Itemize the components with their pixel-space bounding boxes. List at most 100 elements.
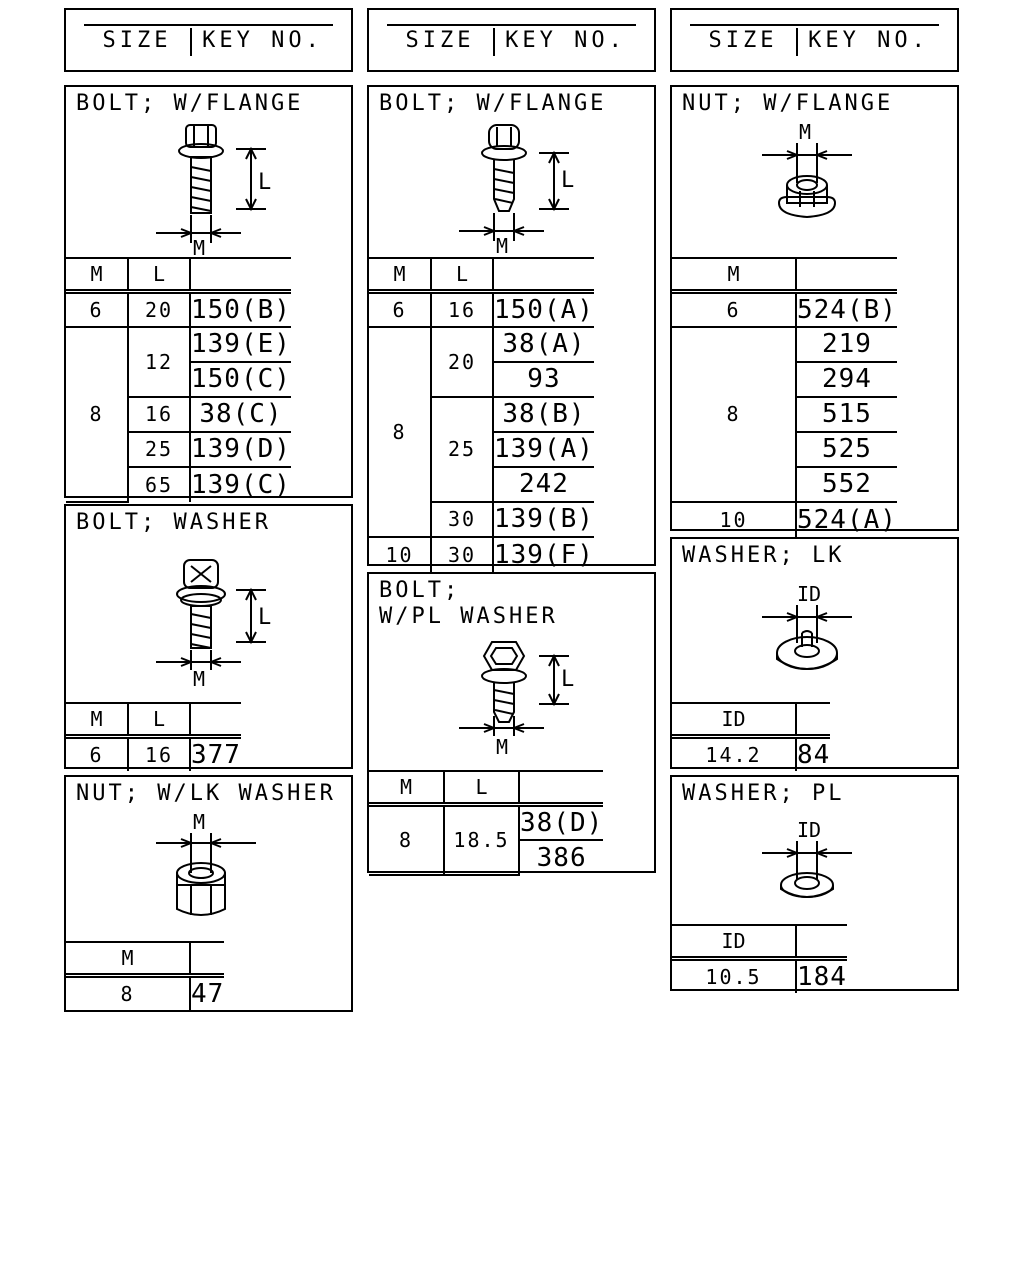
col-l-header: L	[127, 257, 191, 294]
col-id-header: ID	[672, 702, 797, 739]
panel-title: BOLT; W/FLANGE	[76, 91, 304, 116]
header-key-no: KEY NO.	[202, 27, 323, 53]
table-row: 6 16 150(A)	[369, 290, 594, 328]
table-row: 150(C)	[66, 360, 291, 398]
panel-nut-lk-washer: NUT; W/LK WASHER M M 8 47	[64, 775, 353, 1012]
dim-id-label: ID	[797, 818, 821, 842]
panel-title: WASHER; PL	[682, 781, 845, 806]
key-no: 38(C)	[189, 395, 291, 433]
table-row: 386	[369, 838, 604, 875]
size-l: 20	[430, 325, 494, 398]
size-l: 18.5	[443, 803, 520, 876]
size-l: 25	[431, 395, 494, 503]
panel-title: BOLT; W/PL WASHER	[379, 578, 558, 629]
key-no: 150(B)	[189, 290, 291, 328]
table-row: 525	[672, 430, 897, 468]
table-row: 25 38(B)	[369, 395, 594, 503]
size-table: ID 10.5 184	[672, 924, 847, 993]
header-divider	[796, 28, 798, 56]
col-m-header: M	[369, 770, 445, 807]
key-no: 139(B)	[492, 500, 594, 538]
panel-title: NUT; W/LK WASHER	[76, 781, 336, 806]
col-m-header: M	[66, 257, 129, 294]
panel-title: BOLT; WASHER	[76, 510, 271, 535]
table-row: 25 139(D)	[66, 430, 291, 468]
panel-washer-pl: WASHER; PL ID ID 10.5 184	[670, 775, 959, 993]
dim-m-label: M	[799, 121, 811, 144]
size-l: 30	[430, 535, 494, 572]
lock-washer-icon: ID	[762, 582, 852, 670]
col-key-header	[795, 257, 897, 294]
table-row: 10 30 139(F)	[369, 535, 594, 572]
col-key-header	[517, 770, 604, 807]
dim-id-label: ID	[797, 582, 821, 606]
size-l: 16	[430, 290, 494, 328]
header-key-no: KEY NO.	[808, 27, 929, 53]
pl-washer-bolt-icon: L M	[459, 641, 574, 759]
panel-bolt-flange-1: BOLT; W/FLANGE L M M L 6 20 150(B)	[64, 85, 353, 503]
col-m-header: M	[369, 257, 432, 294]
col-key-header	[189, 257, 291, 294]
size-m: 8	[369, 803, 445, 876]
table-row: 10 524(A)	[672, 500, 897, 537]
size-table: M 8 47	[66, 941, 225, 1010]
dim-l-label: L	[258, 170, 271, 195]
size-m: 6	[672, 290, 797, 328]
flange-bolt-tapered-icon: L M	[459, 124, 574, 258]
table-row: 8 20 38(A)	[369, 325, 594, 538]
size-table: ID 14.2 84	[672, 702, 831, 771]
size-table: M L 8 18.5 38(D) 386	[369, 770, 604, 876]
size-m: 6	[66, 290, 129, 328]
header-size: SIZE	[405, 27, 475, 53]
col-key-header	[492, 257, 594, 294]
key-no: 139(C)	[189, 465, 291, 502]
panel-nut-flange: NUT; W/FLANGE M M 6 524(B) 8 219 294	[670, 85, 959, 537]
size-m: 8	[672, 325, 797, 503]
size-m: 8	[66, 325, 129, 503]
header-rule	[84, 24, 333, 26]
flange-bolt-icon: L M	[156, 124, 271, 259]
key-no: 139(E)	[189, 325, 291, 363]
header-col2: SIZE KEY NO.	[367, 8, 656, 72]
table-row: 515	[672, 395, 897, 433]
col-l-header: L	[430, 257, 494, 294]
key-no: 93	[493, 360, 594, 398]
table-row: 6 16 377	[66, 735, 241, 771]
table-row: 139(A)	[369, 430, 594, 468]
size-l: 20	[127, 290, 191, 328]
key-no: 386	[519, 838, 604, 875]
table-row: 552	[672, 465, 897, 503]
size-table: M L 6 16 377	[66, 702, 241, 771]
key-no: 38(A)	[492, 325, 594, 363]
size-m: 6	[66, 735, 129, 771]
key-no: 219	[795, 325, 897, 363]
table-row: 16 38(C)	[66, 395, 291, 433]
table-row: 8 47	[66, 974, 225, 1010]
table-row: 65 139(C)	[66, 465, 291, 502]
col-key-header	[188, 941, 225, 978]
col-key-header	[189, 702, 241, 739]
table-row: 93	[369, 360, 594, 398]
table-row: 6 524(B)	[672, 290, 897, 328]
header-size: SIZE	[708, 27, 778, 53]
size-l: 65	[128, 465, 191, 502]
flange-nut-icon: M	[762, 121, 852, 219]
key-no: 84	[794, 735, 831, 771]
panel-title: WASHER; LK	[682, 543, 845, 568]
key-no: 150(A)	[492, 290, 594, 328]
key-no: 38(B)	[492, 395, 594, 433]
dim-l-label: L	[561, 168, 574, 193]
header-col1: SIZE KEY NO.	[64, 8, 353, 72]
size-table: M L 6 16 150(A) 8 20 38(A) 93 25 38(B) 1…	[369, 257, 594, 572]
panel-bolt-flange-2: BOLT; W/FLANGE L M M L 6 16 150(A)	[367, 85, 656, 572]
panel-bolt-washer: BOLT; WASHER L M M L 6 16 377	[64, 504, 353, 771]
table-row: 242	[369, 465, 594, 503]
key-no: 552	[796, 465, 897, 503]
table-row: 30 139(B)	[369, 500, 594, 538]
header-size: SIZE	[102, 27, 172, 53]
col-l-header: L	[443, 770, 520, 807]
col-key-header	[795, 924, 847, 961]
size-m: 10	[672, 500, 797, 537]
key-no: 47	[188, 974, 225, 1010]
col-m-header: M	[672, 257, 797, 294]
